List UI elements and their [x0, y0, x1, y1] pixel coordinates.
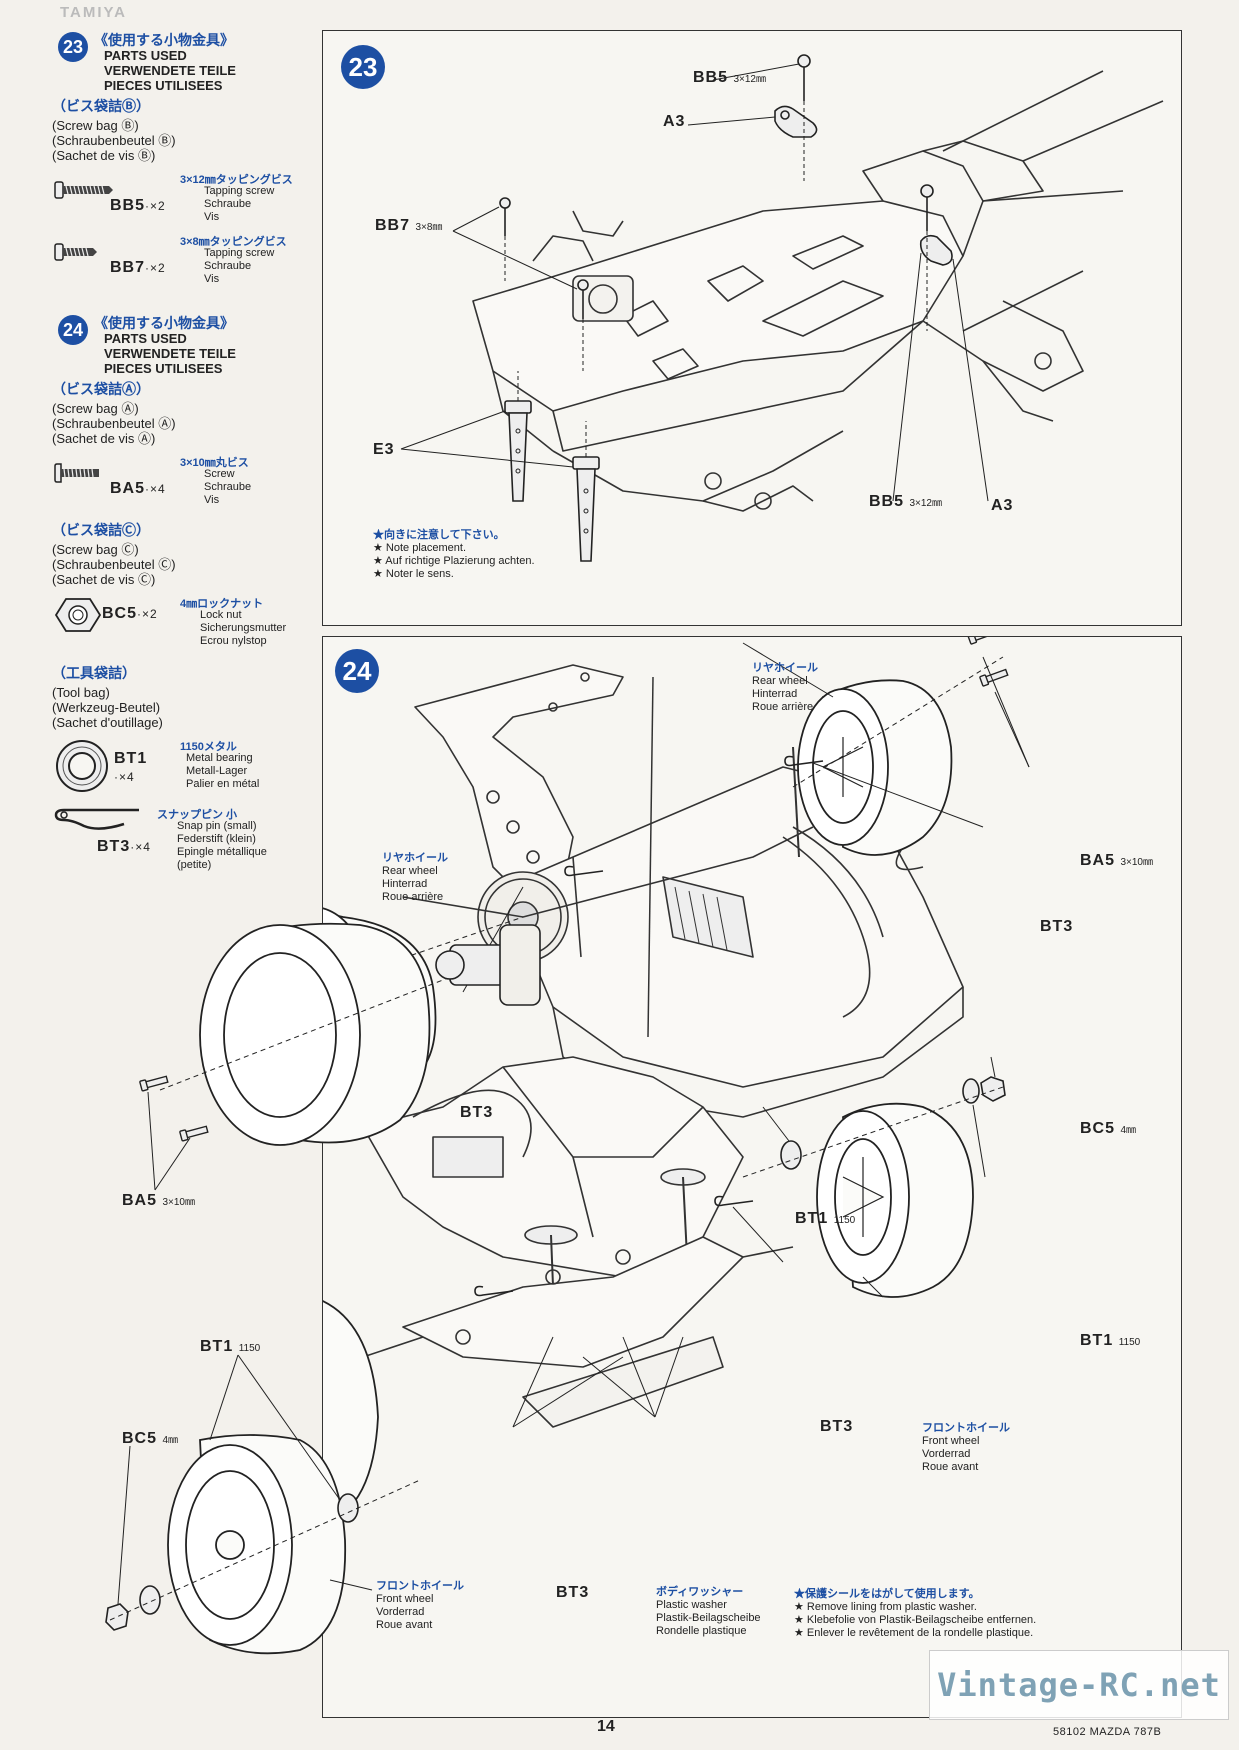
- tool-bag: (Tool bag)(Werkzeug-Beutel)(Sachet d'out…: [52, 685, 163, 730]
- part-jp-spec: 3×8㎜タッピングビス: [180, 236, 287, 248]
- tool-bag-jp: （工具袋詰）: [52, 665, 136, 681]
- label-bc5-right: BC5 4㎜: [1080, 1120, 1137, 1137]
- part-jp-spec: 3×10㎜丸ビス: [180, 457, 249, 469]
- step24-panel: 24: [322, 636, 1182, 1718]
- label-bt3-right: BT3: [1040, 918, 1074, 935]
- label-bt1-left: BT1 1150: [200, 1338, 261, 1355]
- step24-jp-title: 《使用する小物金具》: [94, 315, 234, 331]
- plastic-washer-label: ボディワッシャー Plastic washer Plastik-Beilagsc…: [656, 1586, 761, 1637]
- part-jp-spec: スナップピン 小: [157, 809, 238, 821]
- step23-parts-header: 23 《使用する小物金具》 PARTS USED VERWENDETE TEIL…: [52, 30, 317, 93]
- tapping-screw-icon: [54, 243, 97, 261]
- metal-bearing-icon: [56, 740, 108, 792]
- label-bb5-right: BB5 3×12㎜: [869, 493, 942, 510]
- front-wheel-label-left: フロントホイール Front wheel Vorderrad Roue avan…: [376, 1580, 464, 1631]
- screw-bag-b: (Screw bag Ⓑ) (Schraubenbeutel Ⓑ) (Sache…: [52, 118, 176, 163]
- screw-bag-c-jp: （ビス袋詰Ⓒ）: [52, 522, 150, 538]
- part-code: BT3·×4: [97, 838, 151, 855]
- rear-wheel-label-top: リヤホイール Rear wheel Hinterrad Roue arrière: [752, 662, 818, 713]
- label-ba5-left: BA5 3×10㎜: [122, 1192, 195, 1209]
- label-bb7: BB7 3×8㎜: [375, 217, 443, 234]
- placement-note: ★向きに注意して下さい。 ★ Note placement. ★ Auf ric…: [373, 529, 535, 580]
- step23-chassis-drawing: [400, 54, 1164, 562]
- label-bt1-right: BT1 1150: [1080, 1332, 1141, 1349]
- snap-pin-icon: [54, 808, 139, 830]
- label-bc5-left: BC5 4㎜: [122, 1430, 179, 1447]
- screw-bag-a-jp: （ビス袋詰Ⓐ）: [52, 381, 150, 397]
- step23-jp-title: 《使用する小物金具》: [94, 32, 234, 48]
- part-jp-spec: 4㎜ロックナット: [180, 598, 264, 610]
- step23-panel-badge: 23: [341, 45, 385, 89]
- label-bt1-mid: BT1 1150: [795, 1210, 856, 1227]
- screw-bag-a: (Screw bag Ⓐ)(Schraubenbeutel Ⓐ)(Sachet …: [52, 401, 176, 446]
- step24-assembly-drawing: [323, 637, 1030, 1526]
- label-bt3-bottom: BT3: [556, 1584, 590, 1601]
- washer-lining-note: ★保護シールをはがして使用します。 ★ Remove lining from p…: [794, 1588, 1037, 1639]
- part-code: BB7·×2: [110, 259, 166, 276]
- front-wheel-label-right: フロントホイール Front wheel Vorderrad Roue avan…: [922, 1422, 1010, 1473]
- kit-code: 58102 MAZDA 787B: [1053, 1726, 1162, 1738]
- part-code: BA5·×4: [110, 480, 166, 497]
- screw-bag-b-jp: （ビス袋詰Ⓑ）: [52, 98, 150, 114]
- lock-nut-icon: [54, 598, 102, 632]
- label-bt3-lower-right: BT3: [820, 1418, 854, 1435]
- label-ba5-right: BA5 3×10㎜: [1080, 852, 1153, 869]
- page-number: 14: [597, 1718, 615, 1735]
- brand-ghost: TAMIYA: [60, 4, 128, 21]
- step23-number-badge: 23: [58, 32, 88, 62]
- screw-bag-c: (Screw bag Ⓒ)(Schraubenbeutel Ⓒ)(Sachet …: [52, 542, 176, 587]
- step23-parts-used: PARTS USED VERWENDETE TEILE PIECES UTILI…: [104, 48, 236, 93]
- watermark-logo: Vintage-RC.net: [929, 1650, 1229, 1720]
- label-a3-left: A3: [663, 113, 686, 130]
- part-jp-spec: 1150メタル: [180, 741, 237, 753]
- part-desc: Snap pin (small)Federstift (klein)Epingl…: [177, 820, 267, 871]
- machine-screw-icon: [54, 463, 99, 483]
- part-code: BB5·×2: [110, 197, 166, 214]
- part-bt3: BT3·×4 スナップピン 小 Snap pin (small)Federsti…: [52, 806, 317, 876]
- label-a3-right: A3: [991, 497, 1014, 514]
- part-code: BC5·×2: [102, 605, 158, 622]
- parts-column: 23 《使用する小物金具》 PARTS USED VERWENDETE TEIL…: [52, 30, 317, 876]
- label-bb5-top: BB5 3×12㎜: [693, 69, 766, 86]
- part-jp-spec: 3×12㎜タッピングビス: [180, 174, 293, 186]
- step24-panel-badge: 24: [335, 649, 379, 693]
- rear-wheel-label-left: リヤホイール Rear wheel Hinterrad Roue arrière: [382, 852, 448, 903]
- part-code: BT1·×4: [114, 750, 148, 784]
- label-e3: E3: [373, 441, 395, 458]
- tapping-screw-icon: [54, 181, 113, 199]
- step24-number-badge: 24: [58, 315, 88, 345]
- label-bt3-mid: BT3: [460, 1104, 494, 1121]
- step23-panel: 23: [322, 30, 1182, 626]
